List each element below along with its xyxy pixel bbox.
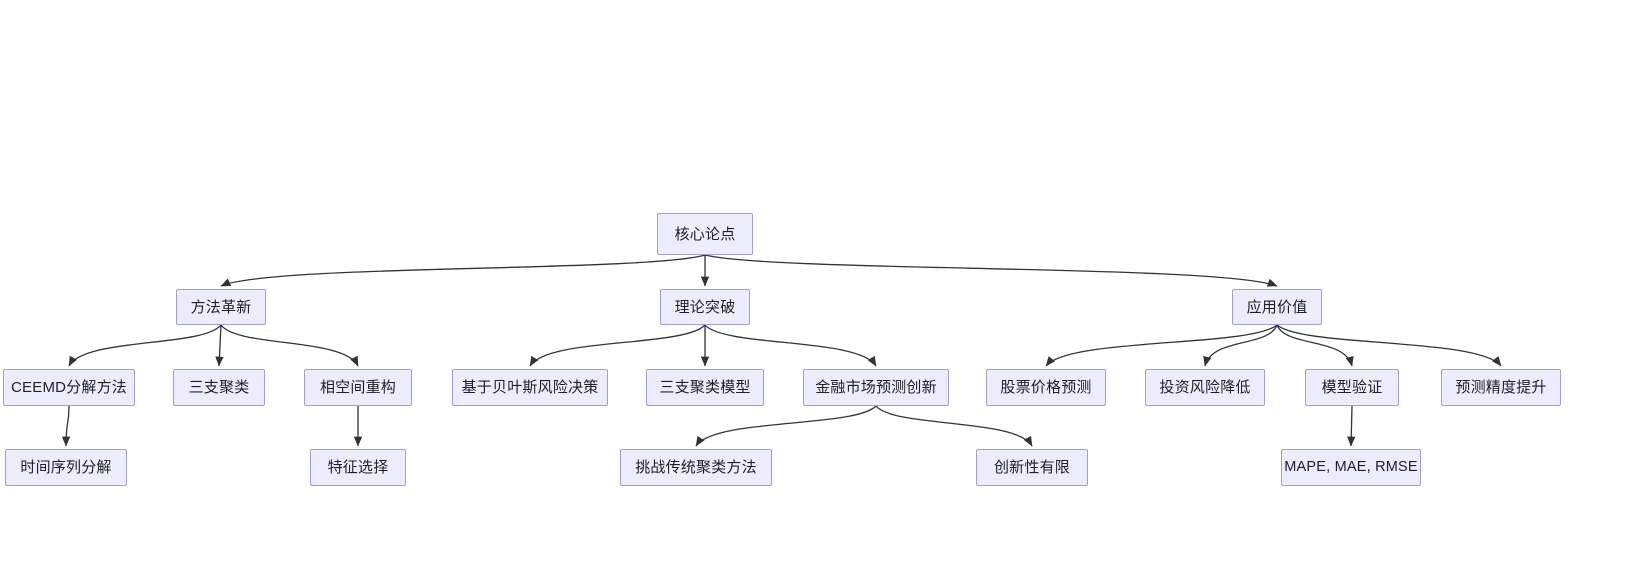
- flow-edge-n9-n17: [875, 405, 1033, 447]
- flow-node-label: 创新性有限: [993, 459, 1070, 476]
- flow-edge-n2-n9: [704, 324, 877, 367]
- flow-node-label: 投资风险降低: [1159, 379, 1251, 396]
- flow-edge-n1-n5: [215, 324, 224, 367]
- flow-node-n9[interactable]: 金融市场预测创新: [803, 369, 949, 406]
- flow-edge-n2-n7: [529, 324, 706, 367]
- flow-node-n8[interactable]: 三支聚类模型: [646, 369, 764, 406]
- flow-node-label: 相空间重构: [319, 379, 396, 396]
- flow-node-n15[interactable]: 特征选择: [310, 449, 406, 486]
- flow-edge-n4-n14: [61, 405, 71, 447]
- flow-node-n11[interactable]: 投资风险降低: [1145, 369, 1265, 406]
- flow-node-label: 方法革新: [190, 298, 252, 316]
- flow-node-n1[interactable]: 方法革新: [176, 289, 266, 325]
- flow-node-n17[interactable]: 创新性有限: [976, 449, 1088, 486]
- flow-edge-n9-n16: [695, 405, 877, 447]
- flow-node-n0[interactable]: 核心论点: [657, 213, 753, 255]
- flow-edge-n0-n3: [704, 254, 1278, 287]
- flow-node-n18[interactable]: MAPE, MAE, RMSE: [1281, 449, 1421, 486]
- flow-edge-n12-n18: [1347, 405, 1356, 447]
- flow-node-label: 理论突破: [674, 298, 736, 316]
- flow-edge-n3-n13: [1276, 324, 1502, 367]
- flow-node-label: 股票价格预测: [1000, 379, 1092, 396]
- flow-node-label: 应用价值: [1246, 298, 1308, 316]
- flow-node-n13[interactable]: 预测精度提升: [1441, 369, 1561, 406]
- flow-edge-n3-n12: [1276, 324, 1354, 367]
- flow-node-label: 预测精度提升: [1455, 379, 1547, 396]
- flow-node-label: 基于贝叶斯风险决策: [461, 379, 599, 396]
- flow-node-label: 核心论点: [674, 225, 736, 243]
- flow-node-label: CEEMD分解方法: [11, 379, 127, 396]
- flow-node-n10[interactable]: 股票价格预测: [986, 369, 1106, 406]
- flow-node-n2[interactable]: 理论突破: [660, 289, 750, 325]
- flow-node-n5[interactable]: 三支聚类: [173, 369, 265, 406]
- flow-node-label: 三支聚类模型: [659, 379, 751, 396]
- flow-edge-n0-n1: [220, 254, 706, 287]
- flow-node-label: 特征选择: [327, 459, 389, 476]
- flow-node-label: MAPE, MAE, RMSE: [1284, 459, 1418, 476]
- flow-node-n7[interactable]: 基于贝叶斯风险决策: [452, 369, 608, 406]
- flow-node-n6[interactable]: 相空间重构: [304, 369, 412, 406]
- flow-node-n14[interactable]: 时间序列分解: [5, 449, 127, 486]
- flow-node-n12[interactable]: 模型验证: [1305, 369, 1399, 406]
- flow-node-label: 模型验证: [1321, 379, 1383, 396]
- flow-edge-n1-n4: [68, 324, 222, 367]
- flow-node-n16[interactable]: 挑战传统聚类方法: [620, 449, 772, 486]
- flow-edge-n3-n11: [1203, 324, 1278, 367]
- flow-node-label: 时间序列分解: [20, 459, 112, 476]
- flow-node-label: 挑战传统聚类方法: [635, 459, 757, 476]
- flow-edge-n1-n6: [220, 324, 359, 367]
- flow-node-label: 金融市场预测创新: [815, 379, 937, 396]
- flow-edge-n3-n10: [1045, 324, 1278, 367]
- flow-node-label: 三支聚类: [188, 379, 250, 396]
- flow-node-n3[interactable]: 应用价值: [1232, 289, 1322, 325]
- flow-node-n4[interactable]: CEEMD分解方法: [3, 369, 135, 406]
